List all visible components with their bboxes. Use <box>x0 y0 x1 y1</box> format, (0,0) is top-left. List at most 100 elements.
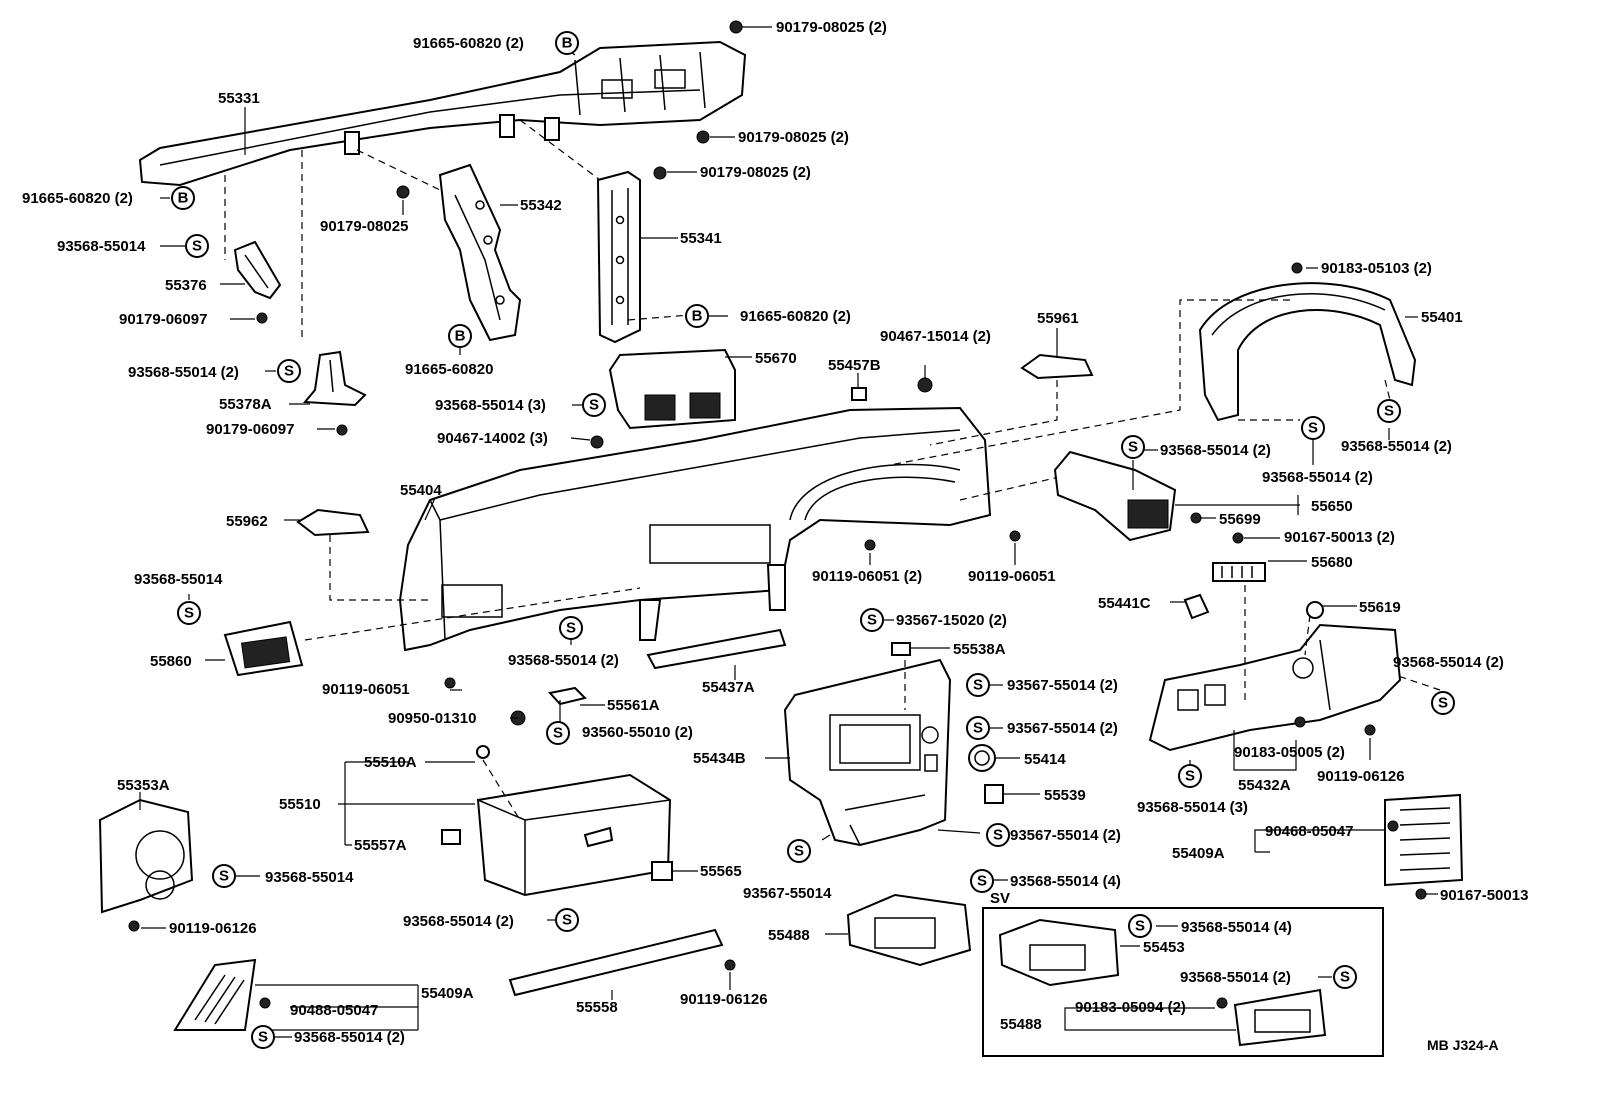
symbol-b: B <box>448 324 472 348</box>
part-label: 55401 <box>1421 309 1463 326</box>
clip-55565 <box>651 861 673 881</box>
symbol-b: B <box>555 31 579 55</box>
part-label: 55409A <box>1172 845 1225 862</box>
part-label: 93568-55014 <box>57 238 146 255</box>
symbol-s: S <box>1121 435 1145 459</box>
symbol-s: S <box>555 908 579 932</box>
part-label: 55961 <box>1037 310 1079 327</box>
svg-text:S: S <box>192 238 202 255</box>
part-label: 55488 <box>768 927 810 944</box>
part-label: 55565 <box>700 863 742 880</box>
symbol-s: S <box>277 359 301 383</box>
diagram-code: MB J324-A <box>1427 1037 1499 1053</box>
part-label: 90119-06051 (2) <box>812 568 922 585</box>
part-label: 93568-55014 (2) <box>128 364 239 381</box>
svg-text:S: S <box>977 873 987 890</box>
leader-lines <box>139 26 1438 1038</box>
symbol-s: S <box>966 673 990 697</box>
part-label: 90167-50013 (2) <box>1284 529 1395 546</box>
symbol-s: S <box>546 721 570 745</box>
part-label: 55510A <box>364 754 417 771</box>
part-label: 55538A <box>953 641 1006 658</box>
center-finish-panel-55434B <box>783 658 952 847</box>
symbol-s: S <box>251 1025 275 1049</box>
svg-text:S: S <box>1128 439 1138 456</box>
side-vent-55860 <box>223 620 304 677</box>
svg-text:S: S <box>1185 768 1195 785</box>
part-labels: 91665-60820 (2) 90179-08025 (2) 55331 90… <box>22 19 1528 1046</box>
part-label: 55353A <box>117 777 170 794</box>
plug-55539 <box>984 784 1004 804</box>
symbol-b: B <box>685 304 709 328</box>
part-label: 90488-05047 <box>290 1002 378 1019</box>
part-label: 55378A <box>219 396 272 413</box>
part-label: 55619 <box>1359 599 1401 616</box>
part-label: 55539 <box>1044 787 1086 804</box>
vent-grille-55680 <box>1212 562 1266 582</box>
part-label: 55434B <box>693 750 746 767</box>
svg-text:S: S <box>284 363 294 380</box>
bracket-55558 <box>508 928 724 997</box>
symbol-s: S <box>559 616 583 640</box>
part-label: 91665-60820 (2) <box>740 308 851 325</box>
symbol-s: S <box>582 393 606 417</box>
clip-55538A <box>891 642 911 656</box>
symbol-s: S <box>185 234 209 258</box>
symbol-s: S <box>1377 399 1401 423</box>
svg-text:B: B <box>178 190 189 207</box>
pocket-55488 <box>846 893 972 967</box>
part-label: 55441C <box>1098 595 1151 612</box>
assembly-lines <box>224 119 1441 821</box>
part-label: 93568-55014 <box>265 869 354 886</box>
symbol-s: S <box>1301 416 1325 440</box>
cover-55961 <box>1020 353 1094 380</box>
part-label: 91665-60820 (2) <box>22 190 133 207</box>
symbol-s: S <box>966 716 990 740</box>
svg-text:S: S <box>794 843 804 860</box>
part-label: 90179-08025 (2) <box>776 19 887 36</box>
symbol-s: S <box>1333 965 1357 989</box>
part-label: 55962 <box>226 513 268 530</box>
symbol-s: S <box>212 864 236 888</box>
part-label: 90167-50013 <box>1440 887 1528 904</box>
sv-variant-frame <box>982 907 1384 1057</box>
part-label: 93568-55014 (3) <box>1137 799 1248 816</box>
svg-text:S: S <box>562 912 572 929</box>
pocket-55488-sv <box>1233 988 1327 1047</box>
part-label: 93568-55014 (4) <box>1181 919 1292 936</box>
svg-text:S: S <box>1438 695 1448 712</box>
svg-text:B: B <box>455 328 466 345</box>
part-label: 93568-55014 (2) <box>1341 438 1452 455</box>
lower-panel-55353A <box>98 798 194 914</box>
svg-text:S: S <box>1384 403 1394 420</box>
bracket-55341 <box>596 170 641 344</box>
part-label: 55650 <box>1311 498 1353 515</box>
part-label: 90468-05047 <box>1265 823 1353 840</box>
part-label: 90950-01310 <box>388 710 476 727</box>
part-label: 90179-08025 (2) <box>738 129 849 146</box>
part-label: 93568-55014 (2) <box>508 652 619 669</box>
part-label: 55341 <box>680 230 722 247</box>
part-label: 55432A <box>1238 777 1291 794</box>
symbol-s: S <box>177 601 201 625</box>
cluster-hood-55401 <box>1198 282 1417 422</box>
symbol-s: S <box>1431 691 1455 715</box>
svg-text:B: B <box>692 308 703 325</box>
bracket-55342 <box>438 163 522 342</box>
bracket-55376 <box>233 240 282 300</box>
reinforcement-bar-55331 <box>138 40 747 187</box>
symbol-s: S <box>986 823 1010 847</box>
svg-text:B: B <box>562 35 573 52</box>
pin-55510A <box>476 745 490 759</box>
svg-text:S: S <box>1308 420 1318 437</box>
sv-label: SV <box>990 890 1010 907</box>
part-label: 93568-55014 (2) <box>1393 654 1504 671</box>
bracket-55561A <box>548 686 587 706</box>
part-label: 55331 <box>218 90 260 107</box>
svg-text:S: S <box>867 612 877 629</box>
side-cover-55409A-right <box>1384 793 1464 887</box>
lower-panel-55432A <box>1148 623 1402 752</box>
part-label: 93567-55014 <box>743 885 832 902</box>
part-label: 90467-15014 (2) <box>880 328 991 345</box>
